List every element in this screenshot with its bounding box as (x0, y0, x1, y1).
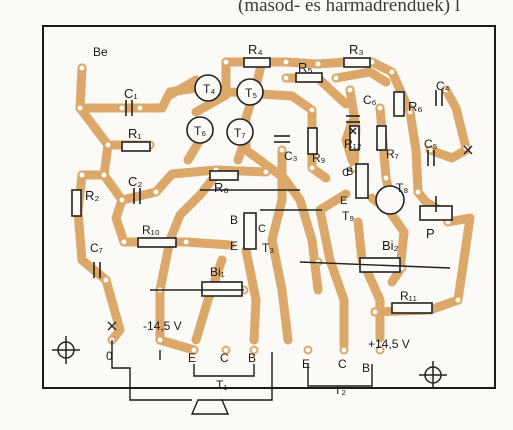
label-t2-b: B (362, 361, 370, 375)
label-t1: T₁ (216, 378, 227, 392)
capacitor-c7 (93, 262, 101, 278)
label-r4: R₄ (248, 42, 263, 57)
label-t2: T₂ (334, 383, 346, 397)
label-t9-e: E (340, 195, 347, 207)
components (71, 57, 453, 314)
label-r3: R₃ (349, 42, 364, 57)
resistor-r2 (71, 189, 82, 217)
label-r10: R₁₀ (142, 223, 160, 237)
label-t3: T₃ (262, 241, 274, 255)
label-t1-e: E (188, 351, 196, 365)
label-t3-b: B (230, 213, 238, 227)
label-t2-c: C (338, 357, 347, 371)
resistor-r8 (209, 170, 239, 181)
resistor-r4 (243, 57, 271, 68)
capacitor-c1 (125, 100, 133, 116)
label-c2: C₂ (128, 174, 142, 189)
label-zero: 0 (106, 349, 113, 363)
label-r8: R₈ (214, 180, 229, 195)
label-t1-c: C (220, 351, 229, 365)
transistor-t6 (186, 116, 214, 144)
label-be: Be (93, 45, 108, 59)
label-t7: T₇ (234, 126, 245, 140)
label-t1-b: B (248, 351, 256, 365)
resistor-r5 (295, 72, 323, 83)
label-p: P (426, 226, 435, 241)
resistor-r11 (391, 302, 433, 314)
label-t3-c: C (258, 223, 266, 235)
transistor-t9 (355, 163, 369, 199)
label-c3: C₃ (284, 149, 298, 163)
label-r7: R₇ (386, 147, 399, 161)
resistor-r3 (343, 57, 371, 68)
heading-text: (másod- és harmadrendűek) l (238, 0, 461, 16)
label-t4: T₄ (203, 82, 215, 96)
board-outline (42, 25, 496, 389)
jumper-wire-3 (299, 261, 451, 269)
capacitor-c2 (133, 188, 141, 204)
label-r2: R₂ (85, 188, 99, 203)
label-t9: T₉ (342, 209, 354, 223)
label-t2-e: E (302, 357, 310, 371)
capacitor-c5 (427, 150, 435, 166)
resistor-r1 (121, 141, 151, 152)
transistor-t5 (236, 78, 264, 106)
speaker-icon (190, 399, 230, 415)
output-wiring (111, 340, 373, 415)
label-r11: R₁₁ (400, 289, 417, 303)
mounting-holes (52, 336, 447, 389)
label-bi2: Bi₂ (382, 238, 399, 253)
capacitor-c4 (435, 90, 443, 106)
resistor-r12 (349, 125, 360, 151)
label-t5: T₅ (245, 86, 257, 100)
label-r12: R₁₂ (344, 137, 362, 151)
capacitor-c3 (274, 135, 290, 143)
transistor-t4 (194, 74, 222, 102)
label-c6: C₆ (363, 93, 377, 107)
heading-fragment: (másod- és harmadrendűek) l (0, 0, 513, 23)
transistor-t3 (243, 212, 257, 250)
label-r6: R₆ (408, 99, 423, 114)
label-r9: R₉ (312, 151, 326, 165)
capacitor-c6 (346, 115, 360, 123)
label-r5: R₅ (298, 60, 313, 75)
resistor-r10 (137, 237, 177, 248)
label-t9-b: B (346, 166, 353, 178)
label-t3-e: E (230, 239, 238, 253)
label-c5: C₅ (424, 137, 438, 151)
fuse-bi1 (201, 281, 243, 297)
transistor-t8 (375, 185, 405, 215)
unconnected-marks (107, 127, 473, 331)
label-plus-supply: +14,5 V (368, 337, 410, 351)
label-t8: T₈ (396, 181, 408, 195)
labels: Be R₄ R₅ R₃ C₁ R₁ R₂ C₂ T₄ T₅ T₆ T₇ R₈ C… (85, 42, 450, 397)
resistor-r7 (376, 125, 387, 151)
label-c1: C₁ (124, 86, 138, 101)
label-c7: C₇ (90, 241, 103, 255)
label-r1: R₁ (128, 126, 142, 141)
resistor-r9 (307, 127, 318, 155)
label-t9-c: C (342, 167, 350, 179)
resistor-r6 (393, 91, 405, 117)
label-minus-supply: -14,5 V (143, 319, 182, 333)
label-bi1: Bi₁ (210, 265, 225, 279)
label-t6: T₆ (194, 124, 206, 138)
transistor-t7 (226, 118, 254, 146)
label-c4: C₄ (436, 79, 450, 93)
